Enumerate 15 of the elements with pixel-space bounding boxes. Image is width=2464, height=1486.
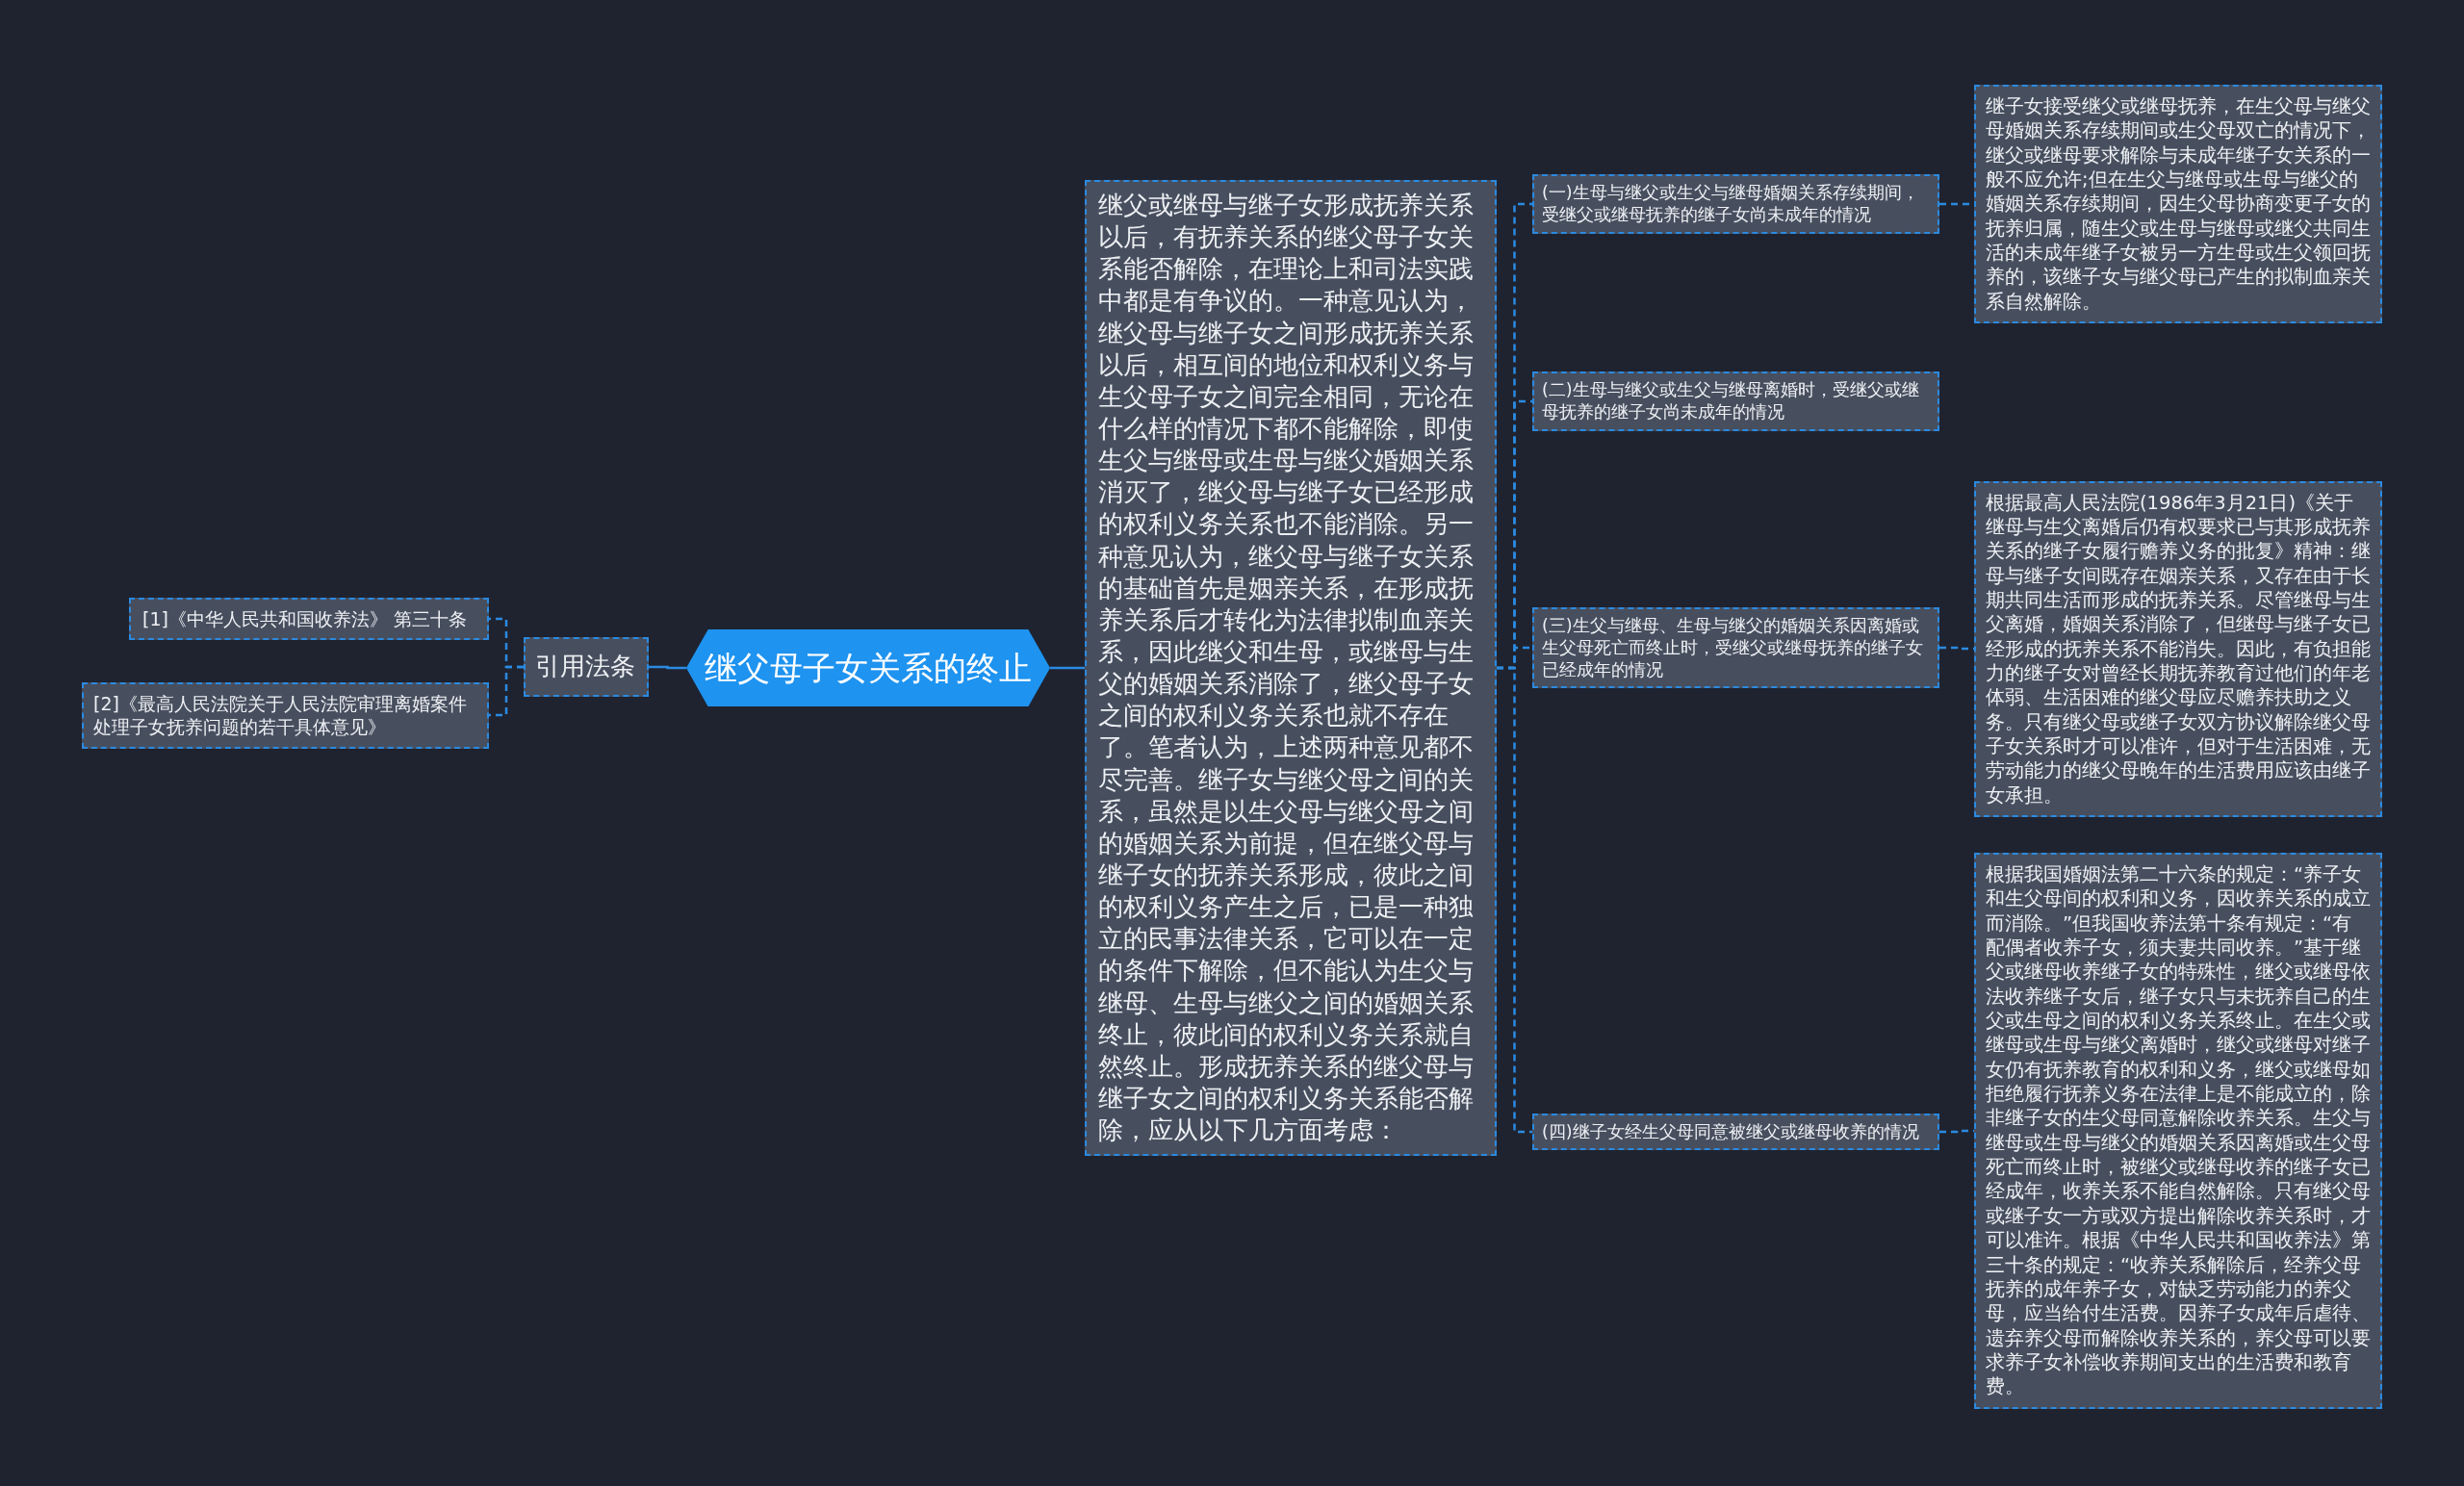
connector-line <box>1050 666 1085 670</box>
connector-line <box>649 665 686 670</box>
text-box: 根据最高人民法院(1986年3月21日)《关于继母与生父离婚后仍有权要求已与其形成抚养关系的继子女履行赡养义务的批复》精神：继母与继子女间既存在姻亲关系，又存在由于长期共同生活而形成的抚养关系。尽管继母与生父离婚，婚姻关系消除了，但继母与继子女已经形成的抚养关系不能消失。因此，有负担能力的继子女对曾经长期抚养教育过他们的年老体弱、生活困难的继父母应尽赡养扶助之义务。只有继父母或继子女双方协议解除继父母子女关系时才可以准许，但对于生活困难，无劳动能力的继父母晚年的生活费用应该由继子女承担。 <box>1974 480 2382 817</box>
connector-line <box>489 665 524 717</box>
condition-box: (四)继子女经生父母同意被继父或继母收养的情况 <box>1532 1113 1939 1151</box>
connector-line <box>1497 666 1532 1134</box>
condition-box: (二)生母与继父或生父与继母离婚时，受继父或继母抚养的继子女尚未成年的情况 <box>1532 372 1939 431</box>
text-box: 继子女接受继父或继母抚养，在生父母与继父母婚姻关系存续期间或生父母双亡的情况下，继父或继母要求解除与未成年继子女关系的一般不应允许;但在生父与继母或生母与继父的婚姻关系存续期间，因生父母协商变更子女的抚养归属，随生父或生母与继母或继父共同生活的未成年继子女被另一方生母或生父领回抚养的，该继子女与继父母已产生的拟制血亲关系自然解除。 <box>1974 85 2382 324</box>
category-box: 引用法条 <box>524 637 649 697</box>
text-box: 根据我国婚姻法第二十六条的规定：“养子女和生父母间的权利和义务，因收养关系的成立而消除。”但我国收养法第十条有规定：“有配偶者收养子女，须夫妻共同收养。”基于继父或继母收养继子女的特殊性，继父或继母依法收养继子女后，继子女只与未抚养自己的生父或生母之间的权利义务关系终止。在生父或继母或生母与继父离婚时，继父或继母对继子女仍有抚养教育的权利和义务，继父或继母如拒绝履行抚养义务在法律上是不能成立的，除非继子女的生父母同意解除收养关系。生父与继母或生母与继父的婚姻关系因离婚或生父母死亡而终止时，被继父或继母收养的继子女已经成年，收养关系不能自然解除。只有继父母或继子女一方或双方提出解除收养关系时，才可以准许。根据《中华人民共和国收养法》第三十条的规定：“收养关系解除后，经养父母抚养的成年养子女，对缺乏劳动能力的养父母，应当给付生活费。因养子女成年后虐待、遗弃养父母而解除收养关系的，养父母可以要求养子女补偿收养期间支出的生活费和教育费。 <box>1974 853 2382 1409</box>
condition-box: (一)生母与继父或生父与继母婚姻关系存续期间，受继父或继母抚养的继子女尚未成年的情况 <box>1532 174 1939 234</box>
text-box: 继父或继母与继子女形成抚养关系以后，有抚养关系的继父母子女关系能否解除，在理论上和司法实践中都是有争议的。一种意见认为，继父母与继子女之间形成抚养关系以后，相互间的地位和权利义务与生父母子女之间完全相同，无论在什么样的情况下都不能解除，即使生父与继母或生母与继父婚姻关系消灭了，继父母与继子女已经形成的权利义务关系也不能消除。另一种意见认为，继父母与继子女关系的基础首先是姻亲关系，在形成抚养关系后才转化为法律拟制血亲关系，因此继父和生母，或继母与生父的婚姻关系消除了，继父母子女之间的权利义务关系也就不存在了。笔者认为，上述两种意见都不尽完善。继子女与继父母之间的关系，虽然是以生父母与继父母之间的婚姻关系为前提，但在继父母与继子女的抚养关系形成，彼此之间的权利义务产生之后，已是一种独立的民事法律关系，它可以在一定的条件下解除，但不能认为生父与继母、生母与继父之间的婚姻关系终止，彼此间的权利义务关系就自然终止。形成抚养关系的继父母与继子女之间的权利义务关系能否解除，应从以下几方面考虑： <box>1085 180 1497 1157</box>
citation-box: [2]《最高人民法院关于人民法院审理离婚案件处理子女抚养问题的若干具体意见》 <box>82 681 489 749</box>
condition-box: (三)生父与继母、生母与继父的婚姻关系因离婚或生父母死亡而终止时，受继父或继母抚养的继子女已经成年的情况 <box>1532 607 1939 689</box>
citation-box: [1]《中华人民共和国收养法》 第三十条 <box>129 597 489 641</box>
